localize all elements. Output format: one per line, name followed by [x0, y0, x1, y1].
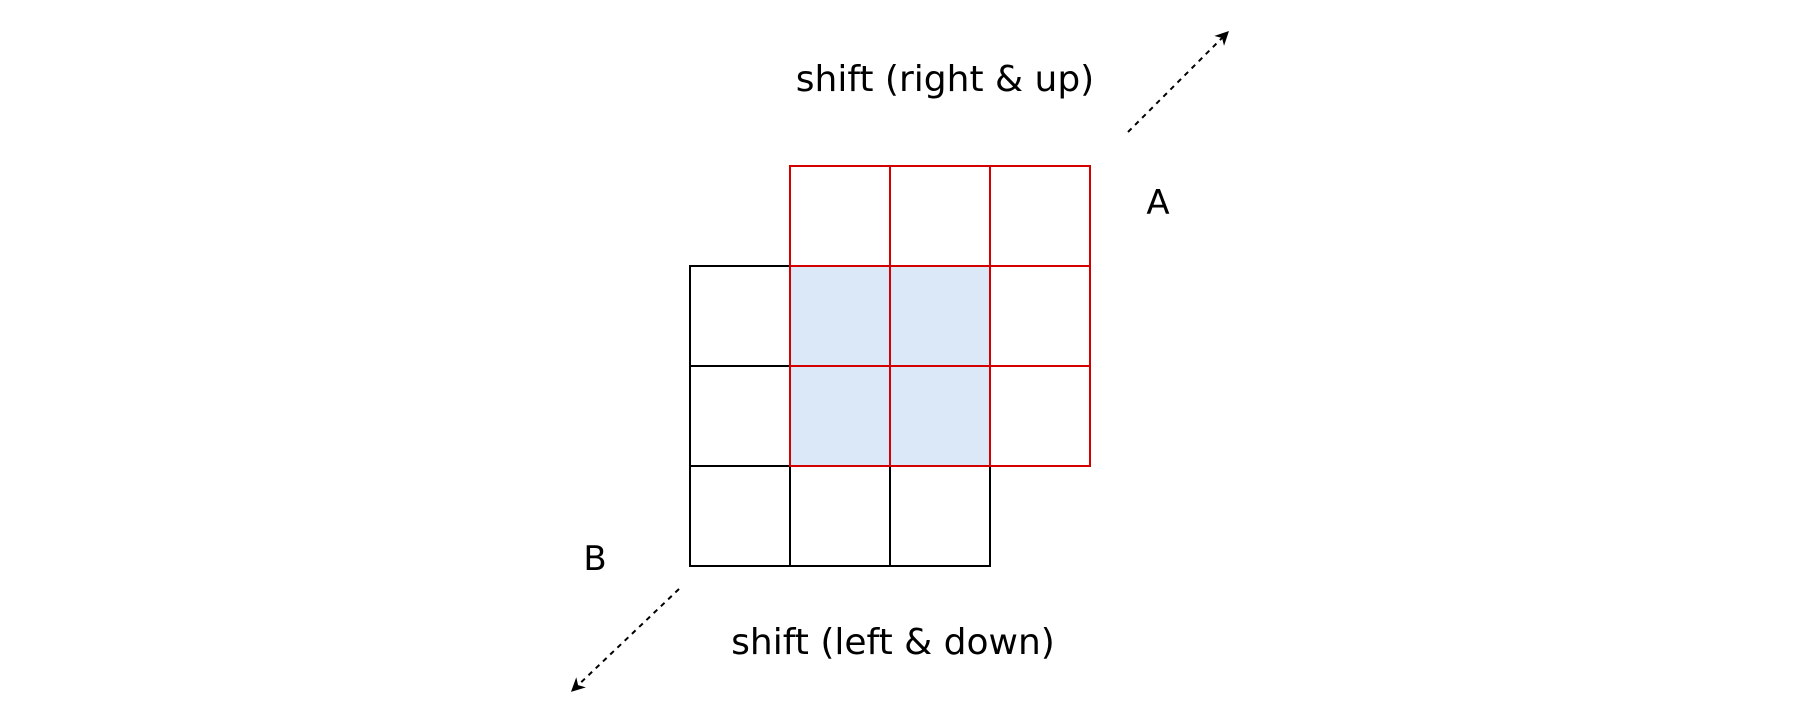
arrow-right-up [1127, 31, 1229, 133]
grid-a-label: A [1146, 183, 1169, 223]
grid-b-label: B [583, 539, 606, 579]
grid-a-cell [989, 365, 1091, 467]
grid-a-cell [889, 165, 991, 267]
overlap-cell [890, 366, 990, 466]
arrow-left-down [570, 588, 680, 692]
overlap-region [790, 266, 990, 466]
overlap-cell [890, 266, 990, 366]
overlap-cell [790, 266, 890, 366]
overlap-cell [790, 366, 890, 466]
grid-b-cell [889, 465, 991, 567]
shift-right-up-label: shift (right & up) [796, 59, 1094, 100]
shift-left-down-label: shift (left & down) [731, 622, 1055, 663]
grid-b-cell [689, 365, 791, 467]
grid-a-cell [989, 165, 1091, 267]
grid-a-cell [989, 265, 1091, 367]
grid-b-cell [689, 265, 791, 367]
grid-b-cell [689, 465, 791, 567]
grid-a [789, 165, 1091, 467]
grid-b-cell [789, 465, 891, 567]
grid-a-cell [789, 165, 891, 267]
